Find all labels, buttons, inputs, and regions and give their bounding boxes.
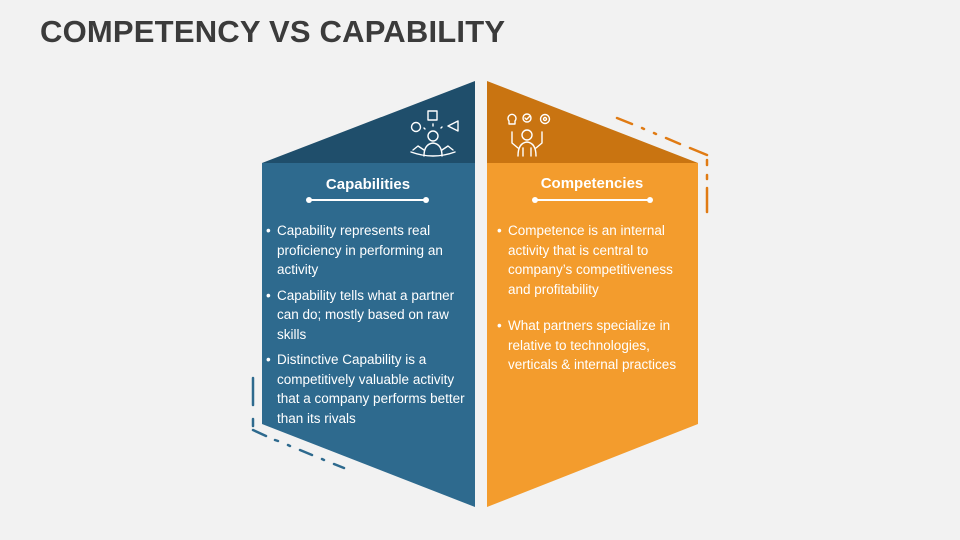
competencies-heading: Competencies [540,175,644,192]
page-title: COMPETENCY VS CAPABILITY [40,14,506,49]
capabilities-bullet: Capability represents real proficiency i… [266,221,471,280]
competencies-bullet: What partners specialize in relative to … [497,316,691,375]
competencies-bullet-list: Competence is an internal activity that … [497,221,691,392]
capabilities-bullet: Capability tells what a partner can do; … [266,286,471,345]
competencies-bullet: Competence is an internal activity that … [497,221,691,299]
capabilities-heading-divider [306,197,429,203]
capabilities-bullet: Distinctive Capability is a competitivel… [266,350,471,428]
decor-bracket-right [615,116,709,214]
capabilities-top-face [262,81,475,163]
juggling-person-icon [410,110,459,157]
competencies-top-face [487,81,698,163]
decor-bracket-left [251,376,346,470]
competencies-heading-divider [532,197,653,203]
capabilities-heading: Capabilities [325,176,411,193]
capabilities-bullet-list: Capability represents real proficiency i… [266,221,471,434]
ideas-person-icon [507,113,551,157]
